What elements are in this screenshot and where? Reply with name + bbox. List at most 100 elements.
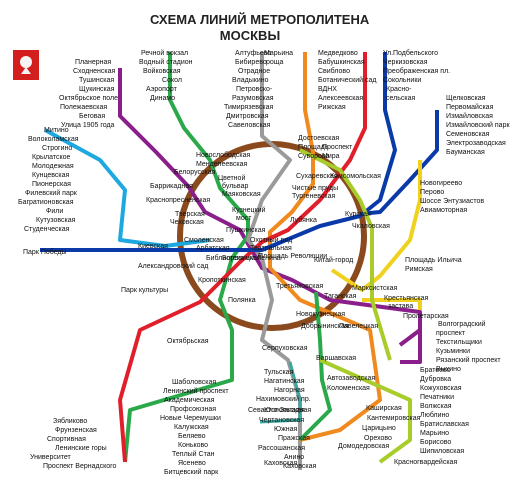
metro-line xyxy=(298,291,332,442)
station-label: Владыкино xyxy=(232,77,269,84)
station-label: Менделеевская xyxy=(196,161,248,168)
metro-line xyxy=(330,160,422,292)
station-label: Бибирево xyxy=(235,58,267,66)
station-label: Сухаревская xyxy=(296,173,338,180)
station-label: Нагорная xyxy=(274,387,305,394)
station-label: Курская xyxy=(345,211,371,218)
station-label: Митино xyxy=(44,127,69,134)
station-label: Волоколамская xyxy=(28,136,79,143)
station-label: Площадь xyxy=(298,144,329,151)
station-label: Полежаевская xyxy=(60,104,107,111)
station-label: Теплый Стан xyxy=(172,450,215,458)
station-label: Проспект Вернадского xyxy=(43,463,117,470)
station-label: Текстильщики xyxy=(436,339,482,346)
metro-line xyxy=(44,128,211,248)
station-label: Пионерская xyxy=(32,181,71,188)
station-label: Суворова xyxy=(298,153,330,160)
station-label: Парк Победы xyxy=(23,248,67,256)
station-label: Библиотека им.Ленина xyxy=(206,254,281,262)
station-label: Сокол xyxy=(162,77,182,84)
station-label: Алексеевская xyxy=(318,95,363,102)
station-label: Рязанский проспект xyxy=(436,356,501,364)
station-label: Анино xyxy=(284,454,304,461)
metro-line xyxy=(359,110,439,216)
station-label: Речной вокзал xyxy=(141,49,188,57)
station-label: Крестьянская xyxy=(384,295,428,302)
station-label: Филевский парк xyxy=(25,189,78,197)
station-label: Дубровка xyxy=(420,375,451,383)
map-title-line-1: СХЕМА ЛИНИЙ МЕТРОПОЛИТЕНА xyxy=(150,12,370,27)
station-label: Каширская xyxy=(366,405,402,412)
station-label: Планерная xyxy=(75,59,111,66)
station-label: Мира xyxy=(322,153,340,160)
station-label: Боровицкая xyxy=(222,255,261,262)
station-label: Беляево xyxy=(178,433,206,440)
station-label: Пражская xyxy=(278,435,310,442)
station-label: Фрунзенская xyxy=(55,427,97,434)
station-label: Марьино xyxy=(420,430,449,437)
station-label: Каховская xyxy=(264,460,298,467)
station-label: Чистые пруды xyxy=(292,185,338,192)
station-label: Университет xyxy=(30,454,72,461)
station-label: Третьяковская xyxy=(276,283,323,290)
station-label: Киевская xyxy=(138,243,168,250)
station-label: Бауманская xyxy=(446,149,485,156)
station-label: Варшавская xyxy=(316,355,356,362)
station-label: Сходненская xyxy=(73,68,116,75)
station-label: Каховская xyxy=(283,463,317,470)
station-label: Кузнецкий xyxy=(232,206,266,214)
station-label: Багратионовская xyxy=(18,199,74,206)
station-label: Студенческая xyxy=(24,226,70,233)
station-label: Фили xyxy=(46,208,63,215)
station-label: Черкизовская xyxy=(383,59,428,66)
station-label: Юго-Западная xyxy=(264,407,311,414)
station-label: Савеловская xyxy=(228,122,271,129)
station-label: Красно- xyxy=(386,86,412,93)
station-label: Достоевская xyxy=(298,135,339,142)
station-label: Академическая xyxy=(164,397,215,404)
station-label: Шоссе Энтузиастов xyxy=(420,198,484,205)
station-label: Марьина xyxy=(264,50,293,57)
metro-line xyxy=(362,298,422,310)
station-label: Кузьминки xyxy=(436,348,470,355)
station-label: Домодедовская xyxy=(338,443,389,450)
station-label: ВДНХ xyxy=(318,86,337,93)
station-label: Отрадное xyxy=(238,68,270,75)
station-label: Печатники xyxy=(420,394,454,401)
station-label: Бабушкинская xyxy=(318,58,365,66)
station-label: Орехово xyxy=(364,435,392,442)
station-label: Добрынинская xyxy=(301,322,349,330)
station-label: Профсоюзная xyxy=(170,406,216,413)
station-label: Октябрьское поле xyxy=(59,94,118,102)
station-label: роща xyxy=(266,59,284,66)
station-label: Разумовская xyxy=(232,95,274,102)
station-label: Полянка xyxy=(228,297,256,304)
station-label: Кантемировская xyxy=(367,415,421,422)
station-label: Серпуховская xyxy=(262,345,308,352)
station-label: Молодежная xyxy=(32,163,74,170)
map-title: СХЕМА ЛИНИЙ МЕТРОПОЛИТЕНА МОСКВЫ xyxy=(150,12,370,44)
station-label: Первомайская xyxy=(446,103,494,111)
station-label: Авиамоторная xyxy=(420,207,467,214)
station-label: Южная xyxy=(274,426,298,433)
station-label: Измайловский парк xyxy=(446,121,510,129)
station-label: Братеево xyxy=(420,367,451,374)
station-label: Измайловская xyxy=(446,112,493,120)
metro-line xyxy=(40,52,397,252)
station-label: проспект xyxy=(436,330,466,337)
station-label: Алтуфьево xyxy=(235,50,271,57)
station-label: Автозаводская xyxy=(327,375,375,382)
station-label: Пушкинская xyxy=(226,227,266,234)
map-title-line-2: МОСКВЫ xyxy=(219,28,281,43)
station-label: Смоленская xyxy=(184,237,224,244)
station-label: Дмитровская xyxy=(226,113,269,120)
station-label: Арбатская xyxy=(196,244,230,252)
station-label: Борисово xyxy=(420,439,451,446)
station-label: Аэропорт xyxy=(146,86,178,93)
station-label: Марксистская xyxy=(352,285,397,292)
station-label: Кропоткинская xyxy=(198,277,246,284)
station-label: Чкаловская xyxy=(352,223,390,230)
station-label: Крылатское xyxy=(32,154,70,161)
station-label: Зябликово xyxy=(53,417,87,425)
